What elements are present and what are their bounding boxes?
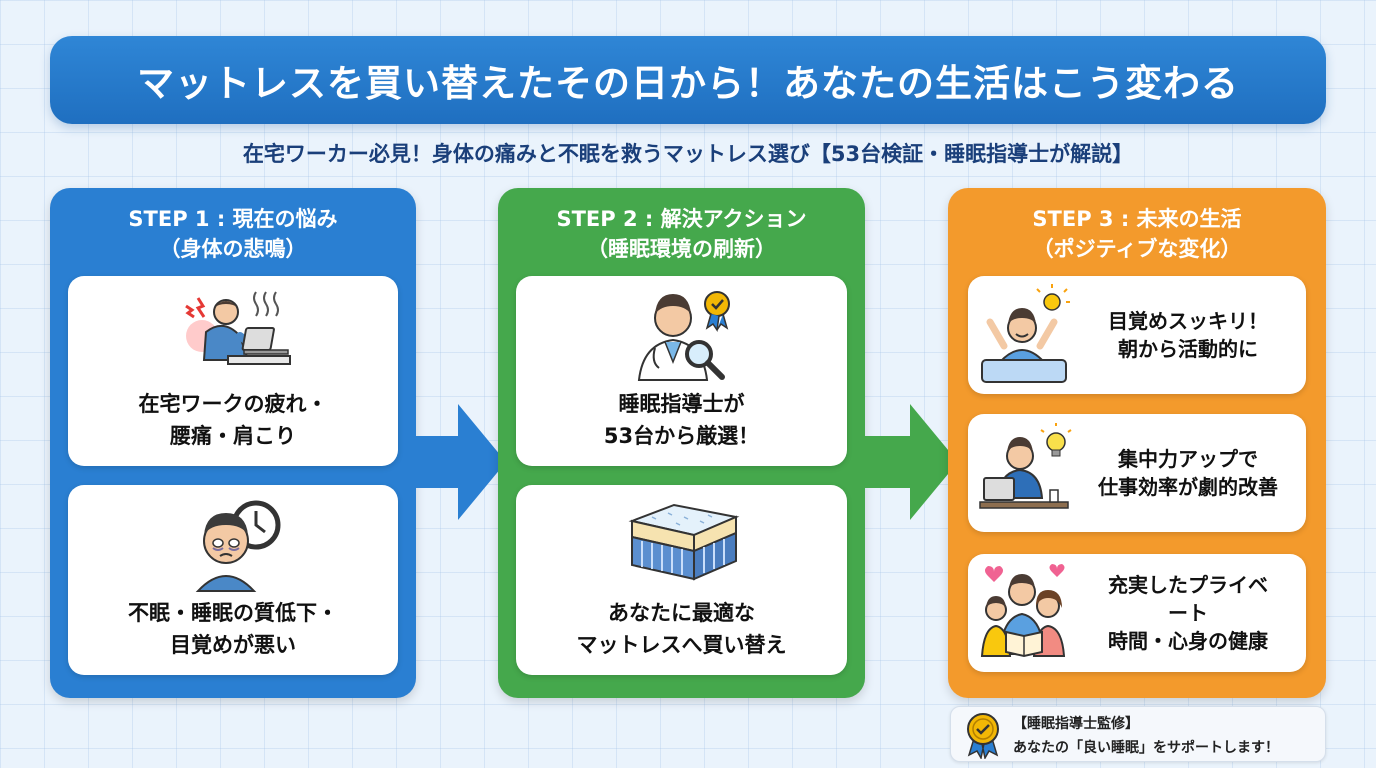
step1-card-fatigue-caption: 在宅ワークの疲れ・ 腰痛・肩こり bbox=[68, 388, 398, 452]
step1-column: STEP 1 : 現在の悩み （身体の悲鳴） 在宅ワークの疲れ・ 腰痛・肩こり bbox=[50, 188, 416, 698]
step3-heading: STEP 3 : 未来の生活 （ポジティブな変化） bbox=[948, 204, 1326, 264]
refreshed-wakeup-icon bbox=[976, 284, 1072, 390]
step1-heading: STEP 1 : 現在の悩み （身体の悲鳴） bbox=[50, 204, 416, 264]
award-medal-icon bbox=[963, 711, 1003, 763]
step3-heading-line2: （ポジティブな変化） bbox=[1032, 237, 1242, 261]
step3-column: STEP 3 : 未来の生活 （ポジティブな変化） 目覚めスッキリ！ 朝から活動… bbox=[948, 188, 1326, 698]
family-reading-icon bbox=[976, 562, 1072, 668]
step3-card-wakeup: 目覚めスッキリ！ 朝から活動的に bbox=[968, 276, 1306, 394]
supervision-badge: 【睡眠指導士監修】 あなたの「良い睡眠」をサポートします！ bbox=[950, 706, 1326, 762]
step2-card-expert: 睡眠指導士が 53台から厳選！ bbox=[516, 276, 847, 466]
caption-line: 53台から厳選！ bbox=[603, 424, 760, 448]
step1-heading-line2: （身体の悲鳴） bbox=[159, 237, 307, 261]
arrow-right-icon bbox=[410, 404, 506, 524]
caption-line: 集中力アップで bbox=[1118, 447, 1258, 471]
step2-heading: STEP 2 : 解決アクション （睡眠環境の刷新） bbox=[498, 204, 865, 264]
back-pain-worker-icon bbox=[168, 284, 298, 388]
step3-card-private: 充実したプライベ ート 時間・心身の健康 bbox=[968, 554, 1306, 672]
caption-line: 腰痛・肩こり bbox=[170, 424, 296, 448]
caption-line: ート bbox=[1168, 601, 1208, 625]
caption-line: 目覚めスッキリ！ bbox=[1108, 309, 1268, 333]
step2-heading-line1: STEP 2 : 解決アクション bbox=[556, 207, 807, 231]
step2-card-expert-caption: 睡眠指導士が 53台から厳選！ bbox=[516, 388, 847, 452]
step2-heading-line2: （睡眠環境の刷新） bbox=[587, 237, 776, 261]
page-subtitle: 在宅ワーカー必見！身体の痛みと不眠を救うマットレス選び【53台検証・睡眠指導士が… bbox=[242, 142, 1134, 166]
caption-line: 目覚めが悪い bbox=[170, 633, 296, 657]
caption-line: 在宅ワークの疲れ・ bbox=[138, 392, 328, 416]
badge-title: 【睡眠指導士監修】 bbox=[1013, 716, 1139, 732]
step1-card-insomnia: 不眠・睡眠の質低下・ 目覚めが悪い bbox=[68, 485, 398, 675]
page-title: マットレスを買い替えたその日から！あなたの生活はこう変わる bbox=[137, 62, 1239, 105]
focused-work-icon bbox=[976, 422, 1072, 528]
insomnia-clock-icon bbox=[168, 493, 298, 597]
step2-card-mattress: あなたに最適な マットレスへ買い替え bbox=[516, 485, 847, 675]
title-banner: マットレスを買い替えたその日から！あなたの生活はこう変わる bbox=[50, 36, 1326, 124]
caption-line: 仕事効率が劇的改善 bbox=[1098, 475, 1278, 499]
step3-card-private-caption: 充実したプライベ ート 時間・心身の健康 bbox=[1076, 554, 1300, 672]
step3-card-focus-caption: 集中力アップで 仕事効率が劇的改善 bbox=[1076, 414, 1300, 532]
step2-column: STEP 2 : 解決アクション （睡眠環境の刷新） 睡眠指導士が 53台から厳… bbox=[498, 188, 865, 698]
step3-card-wakeup-caption: 目覚めスッキリ！ 朝から活動的に bbox=[1076, 276, 1300, 394]
step1-card-fatigue: 在宅ワークの疲れ・ 腰痛・肩こり bbox=[68, 276, 398, 466]
caption-line: 睡眠指導士が bbox=[618, 392, 745, 416]
step1-card-insomnia-caption: 不眠・睡眠の質低下・ 目覚めが悪い bbox=[68, 597, 398, 661]
badge-message: あなたの「良い睡眠」をサポートします！ bbox=[1013, 740, 1279, 756]
step1-heading-line1: STEP 1 : 現在の悩み bbox=[128, 207, 338, 231]
step3-heading-line1: STEP 3 : 未来の生活 bbox=[1032, 207, 1242, 231]
step3-card-focus: 集中力アップで 仕事効率が劇的改善 bbox=[968, 414, 1306, 532]
caption-line: あなたに最適な bbox=[608, 601, 755, 625]
caption-line: 時間・心身の健康 bbox=[1108, 629, 1268, 653]
arrow-right-icon bbox=[862, 404, 958, 524]
caption-line: 朝から活動的に bbox=[1118, 337, 1258, 361]
step2-card-mattress-caption: あなたに最適な マットレスへ買い替え bbox=[516, 597, 847, 661]
mattress-icon bbox=[612, 493, 752, 597]
caption-line: マットレスへ買い替え bbox=[576, 633, 787, 657]
sleep-expert-badge-icon bbox=[617, 284, 747, 388]
caption-line: 不眠・睡眠の質低下・ bbox=[128, 601, 338, 625]
caption-line: 充実したプライベ bbox=[1108, 573, 1268, 597]
